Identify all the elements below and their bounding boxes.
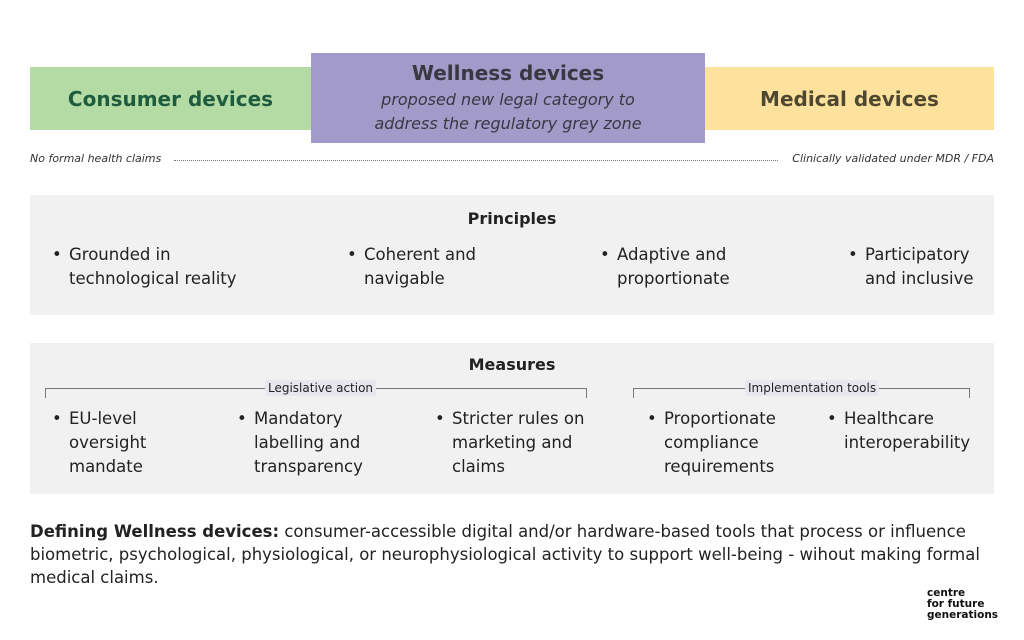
logo-line: generations — [927, 609, 999, 621]
definition-text: Defining Wellness devices: consumer-acce… — [30, 520, 1000, 589]
wellness-subtitle-1: proposed new legal category to — [381, 89, 635, 109]
scale-arrow-line — [174, 160, 778, 161]
line: transparency — [254, 457, 363, 476]
measure-item: Healthcare interoperability — [827, 407, 970, 455]
medical-devices-box: Medical devices — [705, 67, 994, 130]
line: Healthcare — [844, 409, 934, 428]
definition-body: consumer-accessible digital and/or hardw… — [30, 522, 980, 587]
line: interoperability — [844, 433, 971, 452]
implementation-tools-label: Implementation tools — [745, 380, 880, 396]
principle-item: Adaptive and proportionate — [600, 243, 730, 291]
principle-item: Coherent and navigable — [347, 243, 476, 291]
line: Grounded in — [69, 245, 171, 264]
line: labelling and — [254, 433, 361, 452]
line: proportionate — [617, 269, 730, 288]
line: oversight — [69, 433, 147, 452]
line: navigable — [364, 269, 445, 288]
consumer-devices-label: Consumer devices — [67, 86, 274, 111]
scale-left-label: No formal health claims — [30, 152, 162, 165]
measure-item: Stricter rules on marketing and claims — [435, 407, 584, 479]
line: Stricter rules on — [452, 409, 585, 428]
legislative-action-label: Legislative action — [265, 380, 377, 396]
principles-title: Principles — [467, 209, 557, 228]
line: marketing and — [452, 433, 573, 452]
line: Coherent and — [364, 245, 477, 264]
line: compliance — [664, 433, 759, 452]
cfg-logo: centre for future generations — [927, 588, 998, 621]
line: Mandatory — [254, 409, 343, 428]
line: requirements — [664, 457, 775, 476]
principle-item: Grounded in technological reality — [52, 243, 237, 291]
wellness-devices-title: Wellness devices — [411, 60, 605, 85]
logo-line: centre — [927, 587, 966, 599]
line: Adaptive and — [617, 245, 727, 264]
consumer-devices-box: Consumer devices — [30, 67, 311, 130]
wellness-subtitle-2: address the regulatory grey zone — [374, 113, 642, 133]
medical-devices-label: Medical devices — [760, 86, 939, 111]
wellness-devices-box: Wellness devices proposed new legal cate… — [311, 53, 705, 143]
measures-title: Measures — [468, 355, 556, 374]
scale-right-label: Clinically validated under MDR / FDA — [792, 152, 994, 165]
measure-item: Proportionate compliance requirements — [647, 407, 776, 479]
measure-item: EU-level oversight mandate — [52, 407, 146, 479]
line: mandate — [69, 457, 143, 476]
line: EU-level — [69, 409, 137, 428]
line: claims — [452, 457, 506, 476]
principle-item: Participatory and inclusive — [848, 243, 974, 291]
line: Proportionate — [664, 409, 776, 428]
measure-item: Mandatory labelling and transparency — [237, 407, 363, 479]
line: Participatory — [865, 245, 970, 264]
logo-line: for future — [927, 598, 985, 610]
line: technological reality — [69, 269, 237, 288]
definition-label: Defining Wellness devices: — [30, 522, 280, 541]
line: and inclusive — [865, 269, 974, 288]
